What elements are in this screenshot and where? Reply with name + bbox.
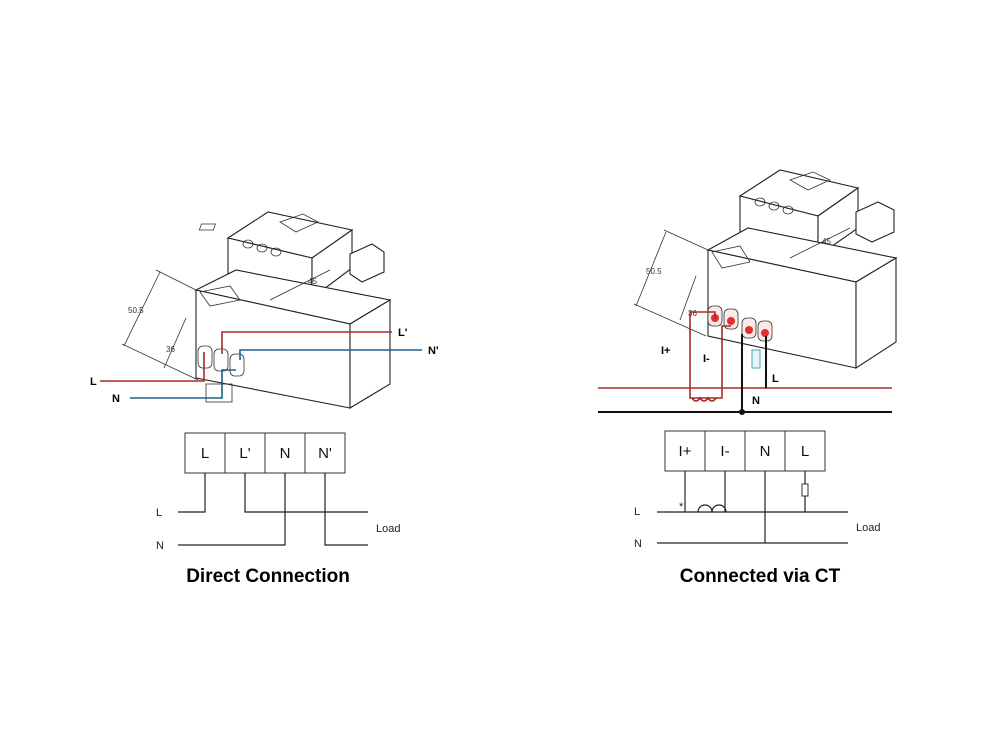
schematic-line-l-right: L: [634, 506, 640, 518]
terminal-block-right: I+ I- N L: [664, 430, 826, 472]
wire-ct-loop: [689, 311, 731, 399]
wire-n-out: [239, 349, 422, 360]
label-i-plus: I+: [661, 345, 670, 357]
terminal-dot-l: [761, 329, 769, 337]
dim-width-right: 45: [822, 237, 831, 246]
dim-depth-left: 36: [166, 345, 175, 354]
schematic-load-right: Load: [856, 522, 880, 534]
fuse-symbol: [801, 483, 809, 497]
terminal-l-ct: L: [801, 443, 809, 460]
wire-n-in: [130, 369, 236, 399]
terminal-n-prime: N': [318, 445, 332, 462]
terminal-dot-n: [745, 326, 753, 334]
label-l-out: L': [398, 327, 408, 339]
terminal-i-plus: I+: [679, 443, 692, 460]
schematic-line-n-right: N: [634, 538, 642, 550]
dim-height-left: 50.5: [128, 306, 144, 315]
dim-width-left: 45: [308, 277, 317, 286]
wire-l-out: [221, 331, 392, 354]
terminal-n: N: [280, 445, 291, 462]
terminal-n-ct: N: [760, 443, 771, 460]
label-i-minus: I-: [703, 353, 710, 365]
caption-connected-via-ct: Connected via CT: [680, 566, 841, 587]
caption-direct-connection: Direct Connection: [186, 566, 350, 587]
terminal-dot-i-minus: [727, 317, 735, 325]
schematic-right: * L N Load: [634, 471, 880, 550]
schematic-line-n-left: N: [156, 540, 164, 552]
terminal-i-minus: I-: [720, 443, 729, 460]
label-n-ct: N: [752, 395, 760, 407]
ct-wires: I+ I- L N: [598, 311, 892, 415]
direct-wires: L N L' N': [90, 327, 439, 405]
schematic-line-l-left: L: [156, 507, 162, 519]
terminal-block-left: L L' N N': [184, 432, 346, 474]
meter-device-right: 50.5 36 45: [633, 169, 898, 370]
dim-depth-right: 36: [688, 309, 697, 318]
label-n-in: N: [112, 393, 120, 405]
terminal-l: L: [201, 445, 209, 462]
direct-connection-panel: 50.5 36 45 L N L' N' L L' N N': [90, 211, 439, 587]
ct-coil-symbol: [697, 504, 727, 513]
meter-device-left: 50.5 36 45: [121, 211, 392, 409]
wire-l-in: [100, 352, 205, 382]
schematic-left: L N Load: [156, 473, 400, 552]
label-l-in: L: [90, 376, 97, 388]
label-n-out: N': [428, 345, 439, 357]
terminal-l-prime: L': [239, 445, 250, 462]
ct-connection-panel: 50.5 36 45 I+ I- L N I+ I- N L: [598, 169, 898, 587]
dim-height-right: 50.5: [646, 267, 662, 276]
label-l-ct: L: [772, 373, 779, 385]
schematic-ct-mark: *: [679, 501, 684, 513]
schematic-load-left: Load: [376, 523, 400, 535]
